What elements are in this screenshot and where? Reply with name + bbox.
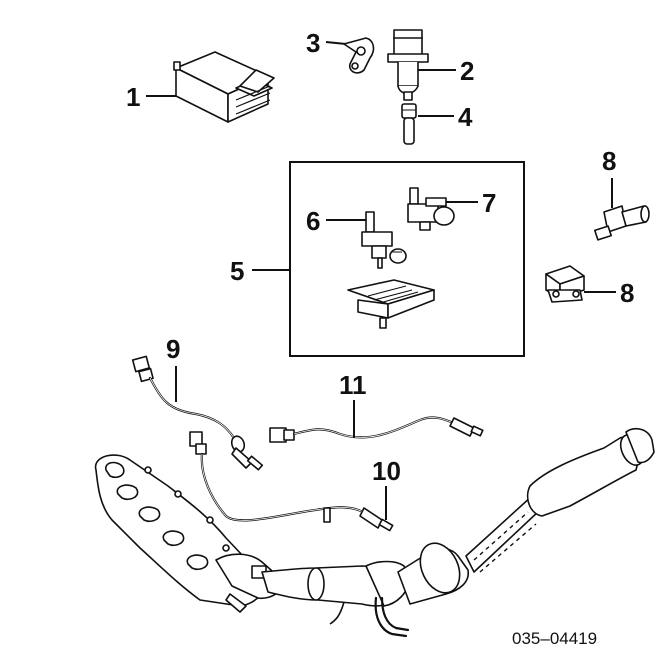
callout-10: 10: [372, 456, 401, 486]
part-4-fitting: [401, 103, 417, 145]
part-7-valve: [407, 187, 455, 231]
part-5-group-box: [289, 161, 525, 357]
callout-8b: 8: [620, 278, 634, 308]
exhaust-pipe: [261, 427, 655, 638]
diagram-part-number: 035–04419: [512, 629, 597, 648]
callout-5: 5: [230, 256, 244, 286]
part-3-bracket: [343, 37, 375, 74]
part-8-sensor-lower: [545, 265, 585, 303]
callout-6: 6: [306, 206, 320, 236]
callout-4: 4: [458, 102, 473, 132]
part-8-sensor-upper: [593, 205, 650, 241]
callout-9: 9: [166, 334, 180, 364]
exhaust-manifold: [94, 454, 283, 613]
part-10-oxygen-sensor: [189, 431, 394, 532]
part-2-solenoid: [387, 29, 446, 101]
callout-7: 7: [482, 188, 496, 218]
part-11-oxygen-sensor: [269, 416, 484, 443]
part-5-mounting-bracket: [347, 279, 435, 329]
leader-3: [325, 41, 347, 45]
callout-2: 2: [460, 56, 474, 86]
part-6-valve: [361, 211, 407, 269]
callout-11: 11: [339, 370, 367, 400]
callout-3: 3: [306, 28, 320, 58]
part-9-oxygen-sensor: [131, 355, 264, 471]
callout-1: 1: [126, 82, 140, 112]
callout-8a: 8: [602, 146, 616, 176]
part-1-control-module: [173, 51, 275, 123]
